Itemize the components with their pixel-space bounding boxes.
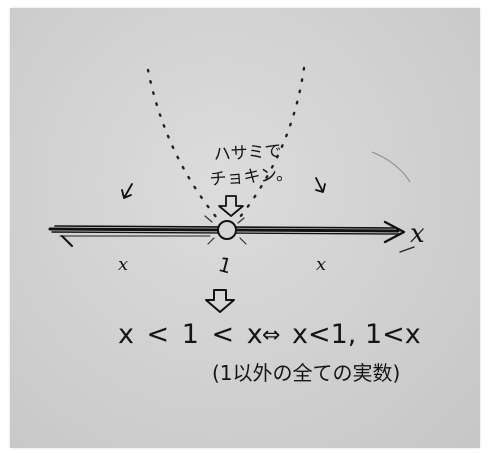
right-region-label: x bbox=[316, 254, 326, 275]
equation-left: x < 1 < x bbox=[118, 319, 265, 350]
down-right-arrow-icon bbox=[315, 177, 326, 193]
equation-note: (1以外の全ての実数) bbox=[212, 361, 400, 385]
faint-edge-curve bbox=[371, 151, 411, 183]
open-circle-at-one bbox=[217, 220, 237, 240]
equivalence-symbol: ⇔ bbox=[262, 323, 280, 348]
hollow-arrow-icon bbox=[218, 195, 244, 217]
equation-right: x<1, 1<x bbox=[292, 319, 421, 350]
circle-scribble-marks bbox=[204, 215, 247, 245]
parabola-left-branch bbox=[146, 68, 224, 226]
down-left-arrow-icon bbox=[121, 183, 133, 199]
annotation-line-1: ハサミで bbox=[213, 141, 282, 165]
axis-variable-label: x bbox=[410, 219, 425, 249]
parabola-right-branch bbox=[234, 66, 306, 224]
down-arrow-icon bbox=[205, 289, 235, 313]
axis-arrowhead bbox=[383, 220, 406, 244]
right-scratch-mark bbox=[399, 246, 415, 253]
left-region-label: x bbox=[118, 254, 128, 275]
annotation-line-2: チョキン。 bbox=[209, 164, 294, 190]
point-label-one: 1 bbox=[216, 252, 235, 278]
left-end-tick bbox=[61, 235, 73, 247]
